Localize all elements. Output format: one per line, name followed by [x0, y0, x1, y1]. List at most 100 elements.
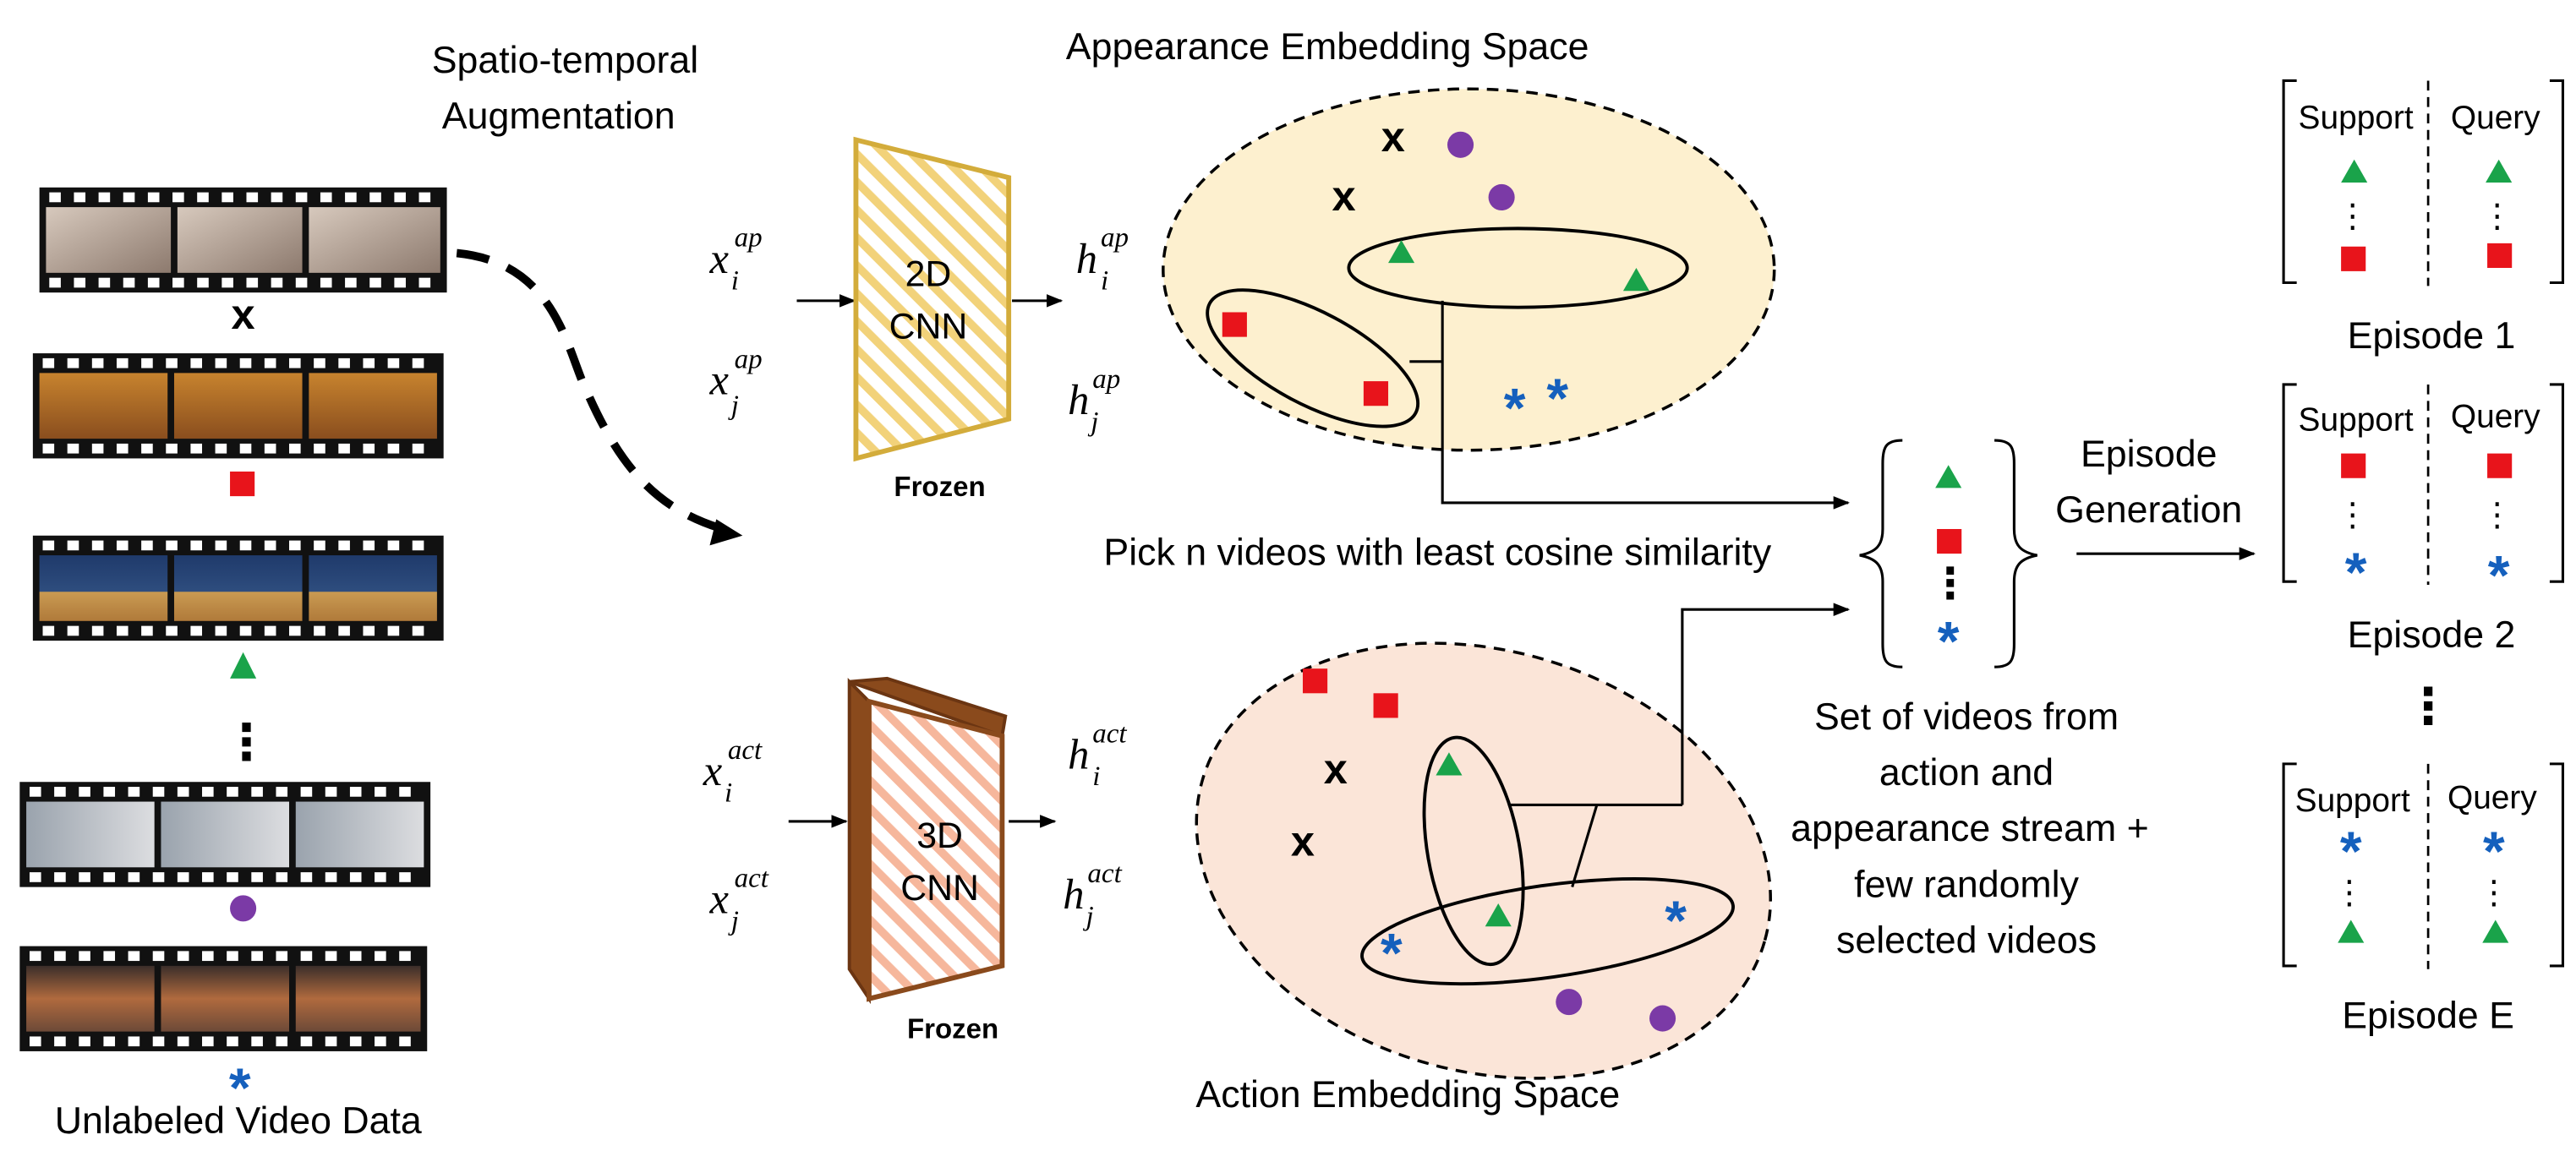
- input-x-j-ap: x ap j: [708, 345, 762, 421]
- svg-text:act: act: [1087, 859, 1122, 889]
- cnn-3d-block: [847, 676, 1008, 1005]
- appearance-space-title: Appearance Embedding Space: [1066, 26, 1589, 68]
- appearance-circle-2: [1488, 183, 1515, 210]
- action-circle-1: [1556, 989, 1583, 1016]
- episodes-ellipsis: ⋮: [2404, 679, 2453, 734]
- svg-text:act: act: [728, 735, 763, 766]
- episode-1-label: Episode 1: [2348, 315, 2516, 357]
- action-triangle-1: [1436, 752, 1463, 776]
- appearance-circle-1: [1447, 131, 1474, 158]
- action-x-1: x: [1324, 745, 1348, 793]
- episode-e-support-ellipsis: ⋮: [2333, 875, 2365, 911]
- episode-generation-line2: Generation: [2055, 489, 2242, 531]
- episode-e-query-ellipsis: ⋮: [2477, 875, 2510, 911]
- augmentation-arrow: [456, 248, 725, 533]
- filmstrip-3: [32, 535, 444, 641]
- appearance-x-1: x: [1381, 112, 1405, 161]
- action-vertical-cluster: [1422, 735, 1525, 967]
- episode-2: Support Query ⋮ ⋮ * *: [2282, 383, 2565, 608]
- episode-2-query-asterisk: *: [2488, 545, 2510, 608]
- action-horizontal-cluster: [1360, 877, 1735, 986]
- episode-2-query-label: Query: [2451, 399, 2540, 435]
- appearance-triangle-1: [1388, 239, 1415, 264]
- episode-2-label: Episode 2: [2348, 614, 2516, 656]
- cnn-3d-label-line1: 3D: [916, 816, 963, 856]
- episode-e-label: Episode E: [2342, 996, 2514, 1037]
- filmstrip-4: [19, 782, 431, 887]
- svg-text:x: x: [708, 357, 729, 404]
- action-to-set-connector: [1681, 603, 1851, 805]
- svg-text:j: j: [1087, 406, 1098, 437]
- augmentation-title-line2: Augmentation: [442, 95, 675, 137]
- action-circle-2: [1649, 1005, 1676, 1032]
- asterisk-marker-left: *: [229, 1057, 251, 1120]
- output-h-j-ap: h ap j: [1068, 364, 1120, 438]
- selected-set-braces: [1859, 439, 2037, 668]
- action-embedding-space: [1195, 641, 1772, 1080]
- svg-text:ap: ap: [735, 345, 763, 375]
- frozen-label-3d: Frozen: [907, 1012, 998, 1044]
- svg-text:act: act: [1092, 719, 1127, 750]
- episode-2-support-label: Support: [2299, 401, 2414, 438]
- action-square-2: [1373, 693, 1398, 718]
- set-asterisk: *: [1938, 610, 1960, 673]
- action-square-1: [1302, 668, 1328, 694]
- appearance-to-set-connector: [1441, 300, 1851, 510]
- episode-2-support-square: [2341, 453, 2366, 478]
- set-ellipsis: ⋮: [1928, 559, 1972, 608]
- set-square: [1937, 528, 1962, 554]
- svg-text:ap: ap: [1101, 223, 1129, 254]
- set-caption-line1: Set of videos from: [1814, 696, 2119, 738]
- filmstrip-1: [39, 187, 447, 293]
- set-caption-line4: few randomly: [1854, 864, 2079, 905]
- appearance-asterisk-2: *: [1546, 368, 1568, 430]
- action-x-2: x: [1291, 817, 1315, 865]
- filmstrip-5: [19, 946, 428, 1051]
- filmstrip-2: [32, 353, 444, 459]
- appearance-square-2: [1363, 381, 1389, 406]
- episode-1-query-ellipsis: ⋮: [2480, 198, 2513, 234]
- episode-e-support-asterisk: *: [2340, 821, 2362, 883]
- set-caption-line2: action and: [1879, 752, 2054, 794]
- pick-videos-text: Pick n videos with least cosine similari…: [1103, 532, 1771, 574]
- x-marker-left: x: [232, 290, 255, 338]
- appearance-x-2: x: [1332, 172, 1356, 220]
- appearance-triangle-2: [1622, 268, 1650, 292]
- svg-text:h: h: [1076, 235, 1097, 282]
- cnn-2d-label-line1: 2D: [905, 254, 952, 294]
- episode-2-query-ellipsis: ⋮: [2480, 497, 2513, 533]
- appearance-triangle-cluster: [1347, 226, 1689, 309]
- augmentation-title-line1: Spatio-temporal: [432, 40, 698, 81]
- episode-1-support-label: Support: [2299, 100, 2414, 136]
- svg-text:j: j: [728, 390, 739, 421]
- svg-text:h: h: [1068, 731, 1089, 778]
- svg-text:ap: ap: [735, 223, 763, 254]
- episode-1-query-square: [2487, 243, 2513, 269]
- episode-1-support-square: [2341, 246, 2366, 271]
- svg-text:h: h: [1063, 870, 1084, 918]
- triangle-marker-left: [230, 652, 257, 679]
- svg-text:act: act: [735, 864, 769, 894]
- episode-e-support-label: Support: [2295, 783, 2410, 819]
- svg-text:h: h: [1068, 376, 1089, 423]
- episode-e: Support Query * * ⋮ ⋮: [2282, 762, 2565, 969]
- action-space-title: Action Embedding Space: [1195, 1074, 1620, 1116]
- set-caption-line3: appearance stream +: [1791, 808, 2149, 849]
- cnn-3d-label-line2: CNN: [900, 868, 979, 908]
- set-triangle: [1935, 465, 1962, 488]
- output-h-i-act: h act i: [1068, 719, 1127, 793]
- episode-e-support-triangle: [2338, 919, 2365, 943]
- episode-e-query-triangle: [2482, 919, 2509, 943]
- episode-2-query-square: [2487, 453, 2513, 478]
- frozen-label-2d: Frozen: [894, 471, 985, 502]
- episode-e-query-asterisk: *: [2483, 821, 2505, 883]
- episode-1-query-triangle: [2486, 159, 2513, 183]
- square-marker-left: [230, 471, 255, 497]
- episode-generation-line1: Episode: [2081, 434, 2218, 475]
- action-cluster-link-2: [1571, 805, 1599, 888]
- output-h-i-ap: h ap i: [1076, 223, 1129, 297]
- episode-1: Support Query ⋮ ⋮: [2282, 79, 2565, 286]
- appearance-square-cluster: [1206, 288, 1420, 428]
- episode-1-support-ellipsis: ⋮: [2336, 198, 2369, 234]
- appearance-square-1: [1222, 312, 1247, 337]
